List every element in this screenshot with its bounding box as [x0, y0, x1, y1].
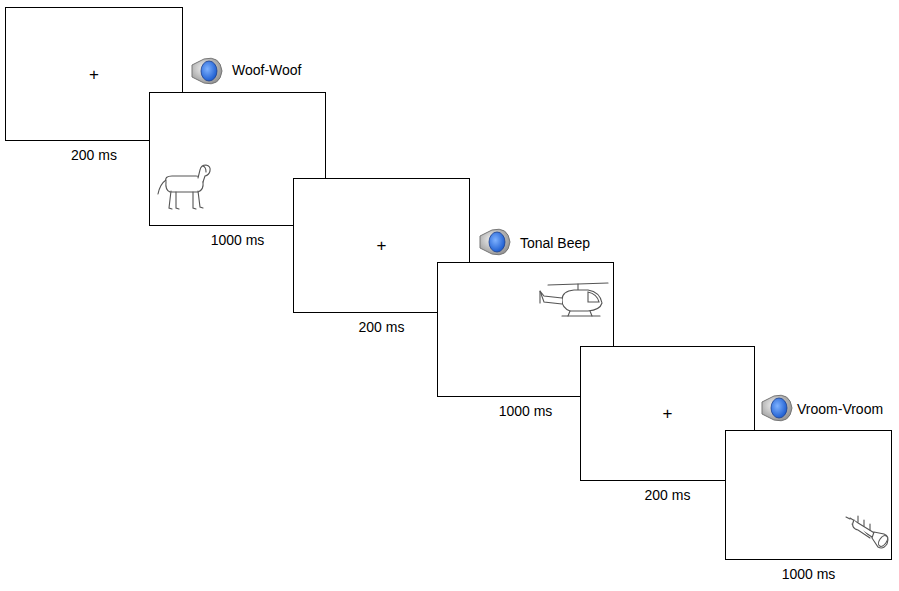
sound-label: Woof-Woof: [232, 62, 302, 78]
duration-label: 200 ms: [0, 147, 202, 163]
fixation-cross: +: [663, 405, 673, 422]
dog-drawing: [158, 165, 210, 209]
sound-label: Vroom-Vroom: [797, 401, 883, 417]
sound-label: Tonal Beep: [520, 235, 590, 251]
duration-label: 1000 ms: [130, 232, 345, 248]
trumpet-drawing: [846, 516, 889, 548]
speaker-icon: [480, 229, 510, 255]
helicopter-drawing: [540, 283, 608, 316]
duration-label: 200 ms: [274, 319, 489, 335]
fixation-cross: +: [377, 237, 387, 254]
duration-label: 1000 ms: [418, 403, 633, 419]
duration-label: 200 ms: [561, 487, 774, 503]
speaker-icon: [762, 395, 792, 421]
duration-label: 1000 ms: [706, 566, 899, 582]
fixation-cross: +: [89, 66, 99, 83]
speaker-icon: [192, 58, 222, 84]
stimulus-screen: 1000 ms: [725, 430, 892, 560]
